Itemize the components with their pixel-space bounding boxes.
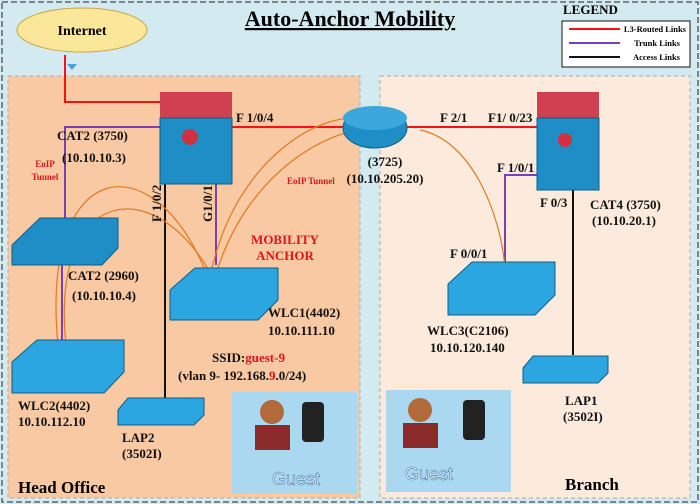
cat2960-name: CAT2 (2960) [68, 268, 139, 283]
wlc1-controller[interactable] [169, 267, 279, 321]
cat2960-switch[interactable] [11, 217, 119, 266]
router-name: (3725) [368, 154, 403, 169]
wlc2-ip: 10.10.112.10 [18, 414, 86, 429]
cat4-name: CAT4 (3750) [590, 197, 661, 212]
page-title: Auto-Anchor Mobility [245, 6, 455, 31]
cat4-switch[interactable] [536, 92, 600, 191]
cat3750-switch[interactable] [159, 92, 233, 185]
lap1-name: LAP1 [565, 393, 598, 408]
port-f001: F 0/0/1 [450, 246, 487, 261]
branch-label: Branch [565, 475, 619, 494]
port-f104: F 1/0/4 [236, 110, 274, 125]
legend-trunk-label: Trunk Links [634, 38, 681, 48]
port-f03: F 0/3 [540, 195, 568, 210]
legend-access-label: Access Links [633, 52, 681, 62]
cat2960-ip: (10.10.10.4) [72, 288, 136, 303]
eoip-tunnel-label-left-2: Tunnel [32, 172, 59, 182]
port-f21: F 2/1 [440, 110, 467, 125]
guest-client-branch: Guest [386, 390, 511, 492]
trunk-link-wlc3 [504, 174, 540, 265]
wlc1-name: WLC1(4402) [268, 305, 340, 320]
guest-label: Guest [272, 469, 320, 489]
wlc3-name: WLC3(C2106) [427, 323, 509, 338]
router-3725[interactable] [342, 106, 408, 149]
lap2-access-point[interactable] [117, 397, 205, 426]
legend-l3-label: L3-Routed Links [624, 24, 687, 34]
guest-client-head-office: Guest [232, 392, 357, 494]
internet-l3-link [64, 55, 160, 103]
head-office-label: Head Office [18, 478, 106, 497]
eoip-tunnel-label-mid: EoIP Tunnel [287, 176, 335, 186]
lap1-access-point[interactable] [522, 355, 609, 384]
wlc1-ip: 10.10.111.10 [268, 323, 335, 338]
cat4-ip: (10.10.20.1) [592, 213, 656, 228]
wlc2-controller[interactable] [11, 339, 125, 394]
vlan-label: (vlan 9- 192.168.9.0/24) [178, 368, 306, 383]
trunk-link-cat2960 [64, 126, 160, 225]
port-f1023: F1/ 0/23 [488, 110, 533, 125]
lap2-model: (3502I) [122, 446, 162, 461]
cat3750-ip: (10.10.10.3) [62, 150, 126, 165]
guest-label: Guest [405, 464, 453, 484]
port-g101: G1/0/1 [200, 185, 215, 222]
internet-label: Internet [58, 24, 107, 39]
ssid-label: SSID:guest-9 [212, 350, 285, 365]
eoip-tunnel-label-left: EoIP [35, 159, 55, 169]
mobility-anchor-label-2: ANCHOR [256, 248, 314, 263]
port-f101: F 1/0/1 [497, 160, 534, 175]
lap2-name: LAP2 [122, 430, 155, 445]
wlc3-ip: 10.10.120.140 [430, 340, 505, 355]
wlc2-name: WLC2(4402) [18, 398, 90, 413]
wlc3-controller[interactable] [447, 261, 556, 316]
router-ip: (10.10.205.20) [347, 171, 424, 186]
legend: LEGEND L3-Routed Links Trunk Links Acces… [561, 2, 691, 68]
lap1-model: (3502I) [563, 409, 603, 424]
cat3750-name: CAT2 (3750) [57, 128, 128, 143]
port-f102: F 1/0/2 [149, 185, 164, 222]
legend-title: LEGEND [563, 2, 618, 17]
mobility-anchor-label: MOBILITY [251, 232, 320, 247]
internet-cloud: Internet [16, 7, 148, 70]
